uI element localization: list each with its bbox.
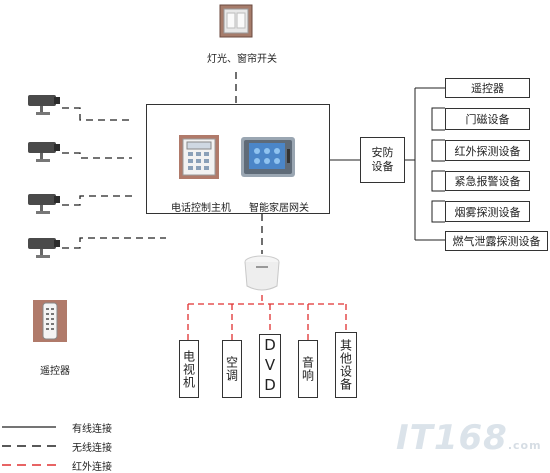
appliance-speaker: 音响 xyxy=(298,340,318,398)
watermark-main: IT168 xyxy=(396,418,508,458)
device-door-sensor: 门磁设备 xyxy=(445,108,530,130)
camera-icon xyxy=(26,236,66,264)
device-infrared-detector: 红外探测设备 xyxy=(445,140,530,161)
legend-wireless: 无线连接 xyxy=(72,443,112,454)
appliance-air-conditioner: 空调 xyxy=(222,340,242,398)
camera-icon xyxy=(26,192,66,220)
appliance-other: 其他设备 xyxy=(335,332,357,398)
appliance-tv: 电视机 xyxy=(179,340,199,398)
security-box: 安防设备 xyxy=(360,137,405,183)
device-remote: 遥控器 xyxy=(445,78,530,98)
device-emergency-alarm: 紧急报警设备 xyxy=(445,171,530,191)
it168-watermark: IT168.com xyxy=(396,418,542,458)
remote-control-icon xyxy=(33,300,67,342)
watermark-sub: .com xyxy=(507,439,542,452)
camera-icon xyxy=(26,93,66,121)
legend-infrared: 红外连接 xyxy=(72,462,112,473)
legend-wired: 有线连接 xyxy=(72,424,112,435)
remote-label: 遥控器 xyxy=(40,366,70,377)
ir-transmitter-icon xyxy=(243,254,281,295)
device-gas-leak-detector: 燃气泄露探测设备 xyxy=(445,231,548,251)
touchscreen-panel-icon xyxy=(241,137,295,177)
desk-phone-icon xyxy=(179,135,219,179)
switch-label: 灯光、窗帘开关 xyxy=(207,54,277,65)
device-smoke-detector: 烟雾探测设备 xyxy=(445,201,530,222)
phone-host-label: 电话控制主机 xyxy=(171,203,231,214)
wall-switch-icon xyxy=(219,4,253,38)
appliance-dvd: DVD xyxy=(259,334,281,398)
camera-icon xyxy=(26,140,66,168)
hub-box: 电话控制主机 智能家居网关 xyxy=(146,104,330,214)
gateway-label: 智能家居网关 xyxy=(249,203,309,214)
